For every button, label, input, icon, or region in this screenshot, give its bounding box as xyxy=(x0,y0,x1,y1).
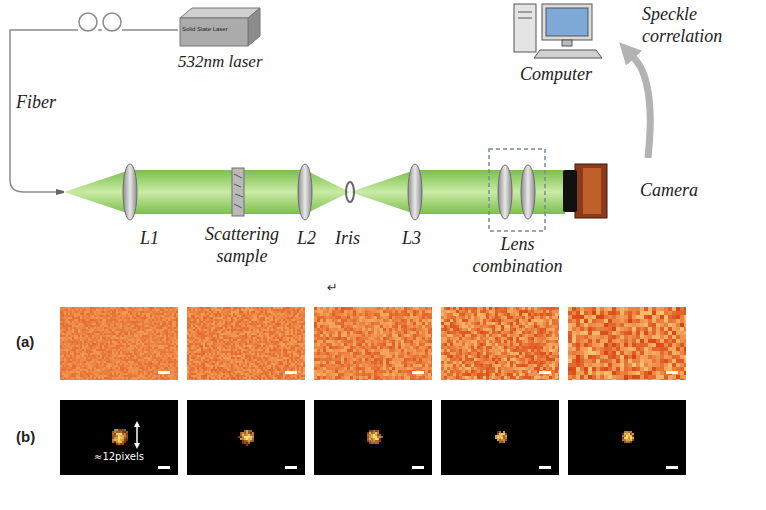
figure-canvas: Solid State Laser532nm laserComputerLens… xyxy=(0,0,766,510)
